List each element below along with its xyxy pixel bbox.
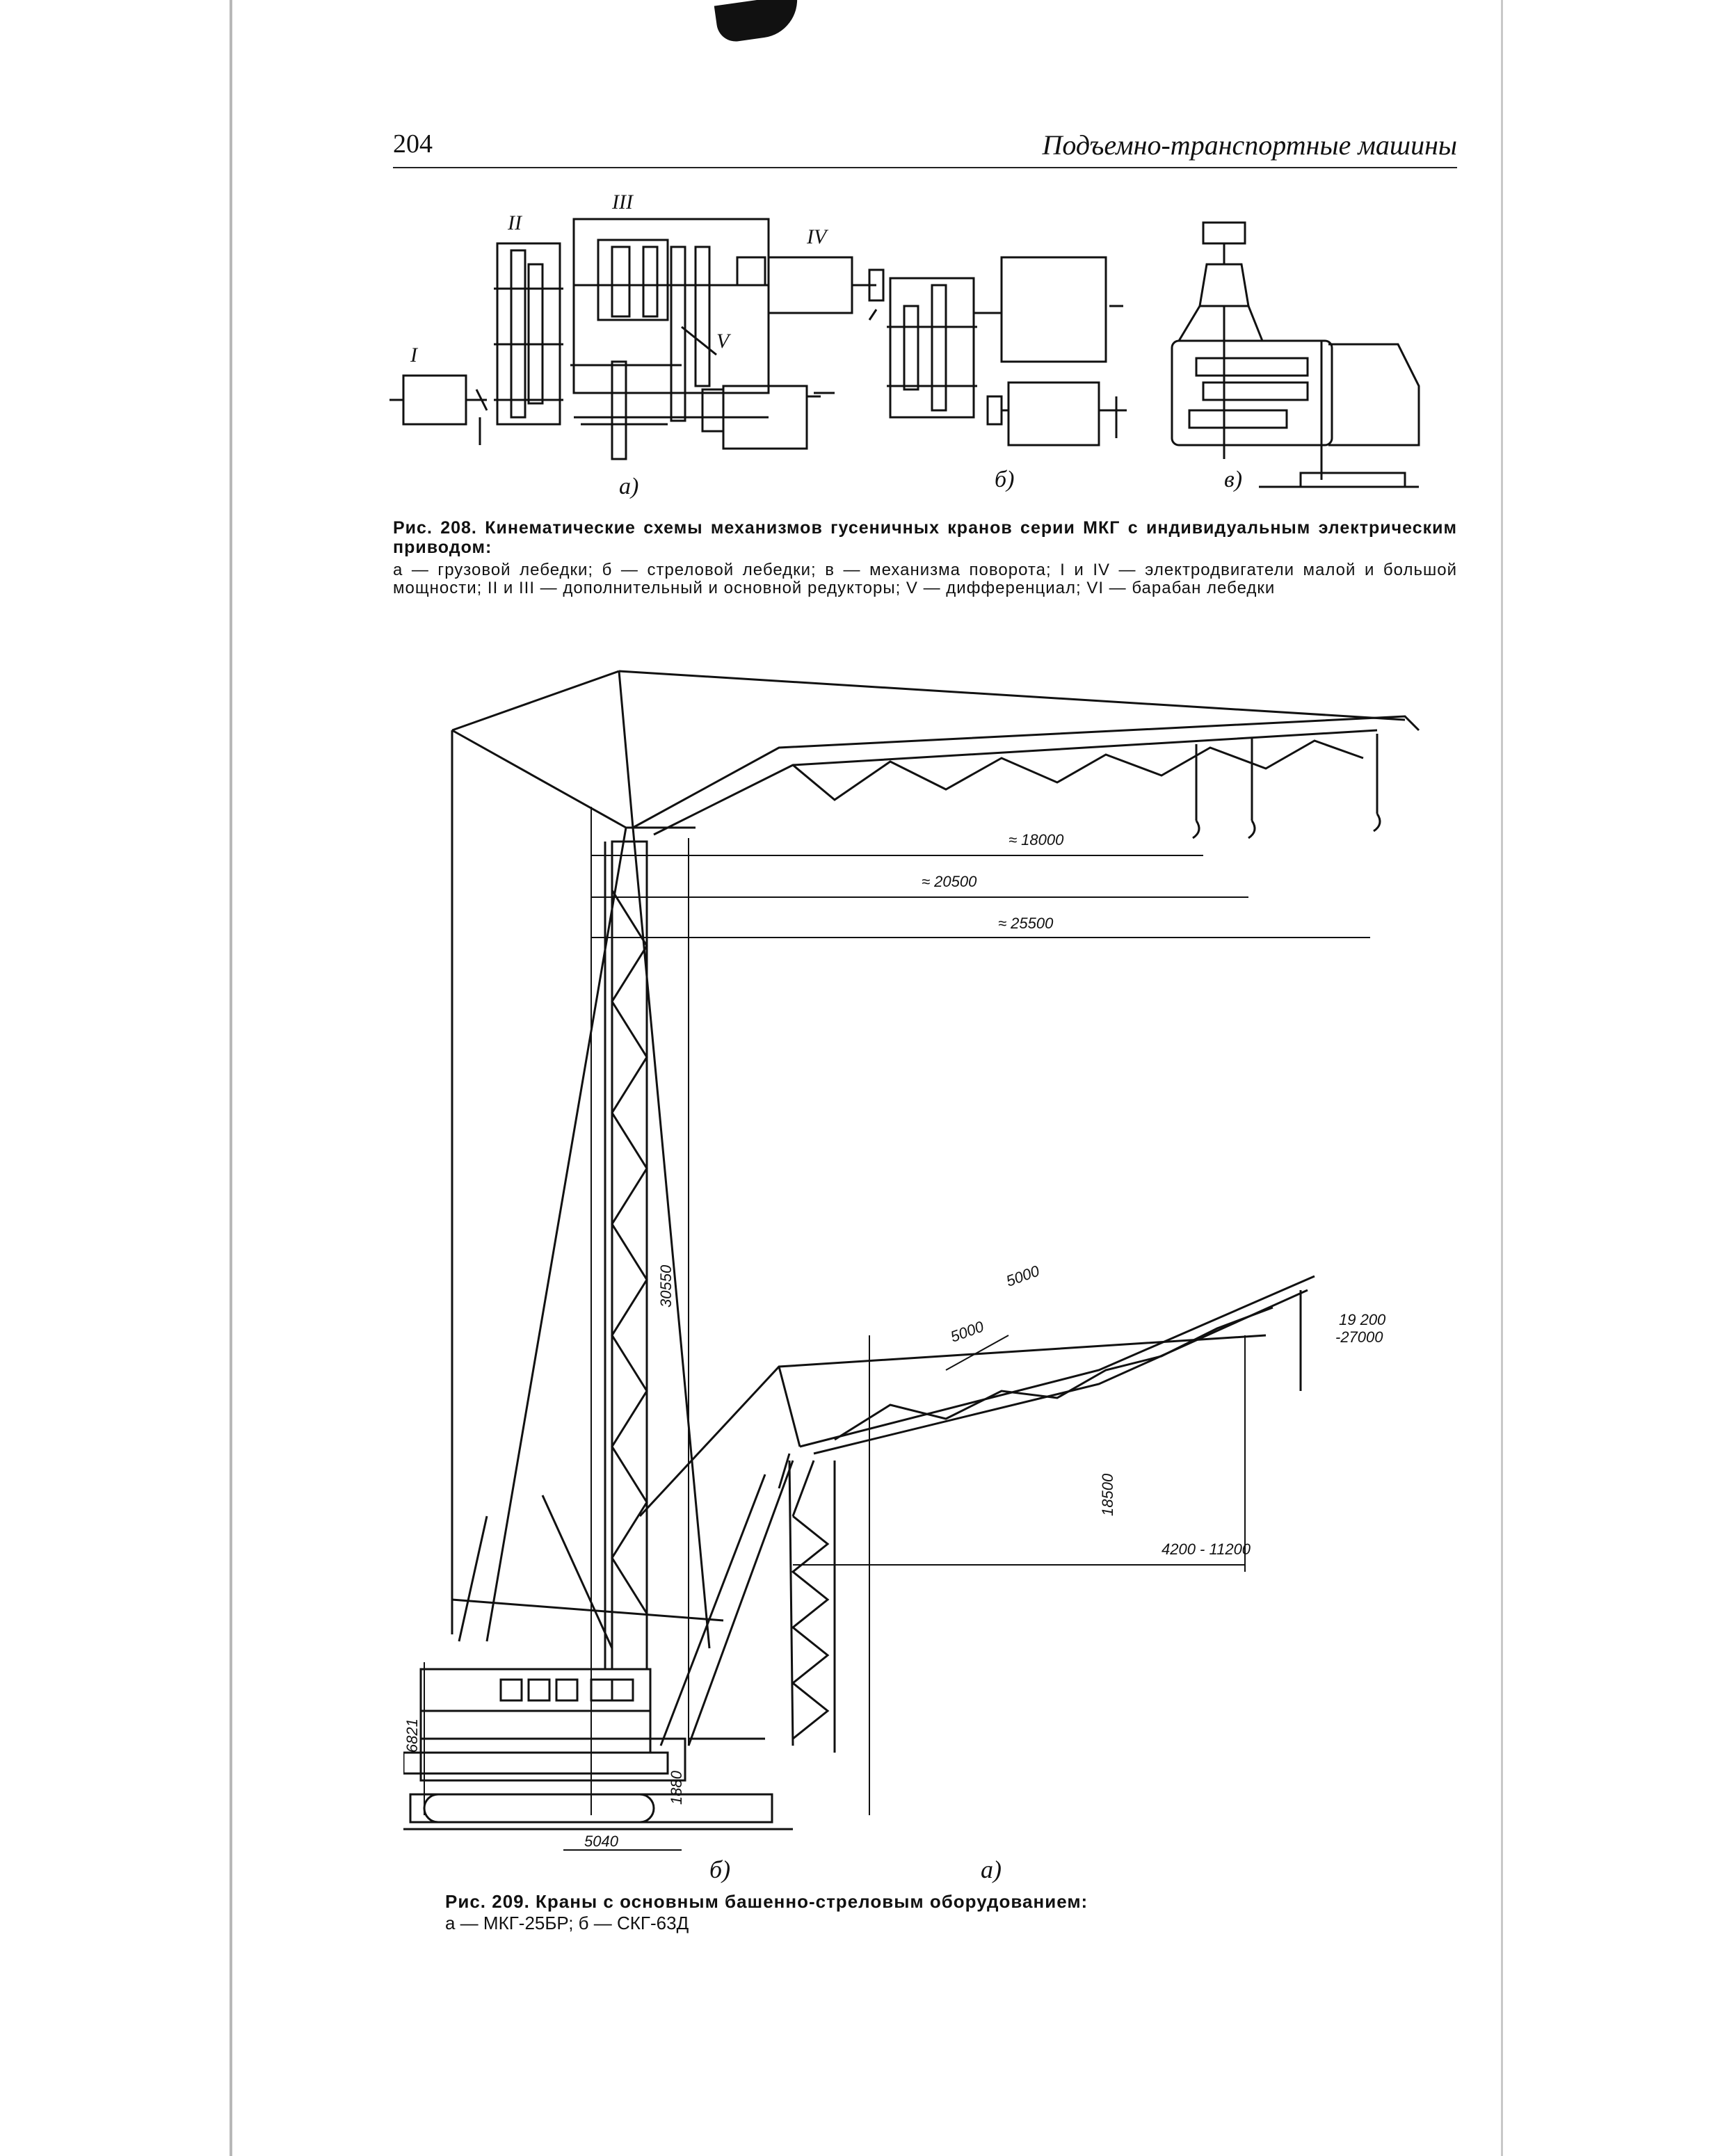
dim-6821: 6821 [403, 1719, 421, 1753]
page-edge-left [230, 0, 232, 2156]
dim-20500: ≈ 20500 [922, 873, 977, 890]
dim-5000-lower: 5000 [948, 1317, 986, 1345]
crane-b-label: б) [709, 1856, 730, 1883]
roman-label-V: V [716, 330, 732, 353]
page-number: 204 [393, 129, 433, 159]
roman-label-II: II [507, 211, 523, 234]
page-edge-right [1501, 0, 1503, 2156]
figure-208-caption-body: а — грузовой лебедки; б — стреловой лебе… [393, 561, 1457, 597]
dim-5000-upper: 5000 [1004, 1262, 1042, 1289]
running-title: Подъемно-транспортные машины [1042, 129, 1457, 161]
subfigure-label-v: в) [1224, 467, 1242, 492]
dim-1880: 1880 [668, 1770, 685, 1805]
dim-30550: 30550 [657, 1264, 675, 1308]
dim-18000: ≈ 18000 [1008, 831, 1064, 848]
crane-b-drawing [403, 670, 1420, 1824]
dim-27000: -27000 [1335, 1328, 1383, 1346]
subfigure-label-a: а) [619, 474, 638, 499]
dim-4200-11200: 4200 - 11200 [1162, 1540, 1251, 1558]
dim-5040: 5040 [584, 1833, 619, 1850]
figure-208-caption-title: Рис. 208. Кинематические схемы механизмо… [393, 518, 1457, 557]
figure-208-caption: Рис. 208. Кинематические схемы механизмо… [393, 518, 1457, 597]
page-header: 204 Подъемно-транспортные машины [393, 129, 1457, 170]
figure-209-caption: Рис. 209. Краны с основным башенно-стрел… [445, 1892, 1280, 1935]
header-rule [393, 167, 1457, 168]
figure-208-kinematic-schemes: II III I IV V а) б) в) [389, 191, 1420, 499]
roman-label-I: I [410, 344, 419, 367]
dim-19200: 19 200 [1339, 1311, 1386, 1328]
dim-25500: ≈ 25500 [998, 915, 1054, 932]
figure-209-caption-title: Рис. 209. Краны с основным башенно-стрел… [445, 1891, 1088, 1912]
roman-label-IV: IV [806, 225, 829, 248]
roman-label-III: III [611, 191, 634, 214]
ink-blot [714, 0, 803, 45]
figure-209-cranes: ≈ 18000 ≈ 20500 ≈ 25500 30550 6821 1880 … [403, 670, 1420, 1883]
subfigure-label-b: б) [995, 467, 1014, 492]
crane-a-drawing [403, 1275, 1315, 1831]
crane-a-label: а) [981, 1856, 1002, 1883]
figure-209-caption-body: а — МКГ-25БР; б — СКГ-63Д [445, 1913, 689, 1933]
dim-18500: 18500 [1099, 1473, 1116, 1516]
